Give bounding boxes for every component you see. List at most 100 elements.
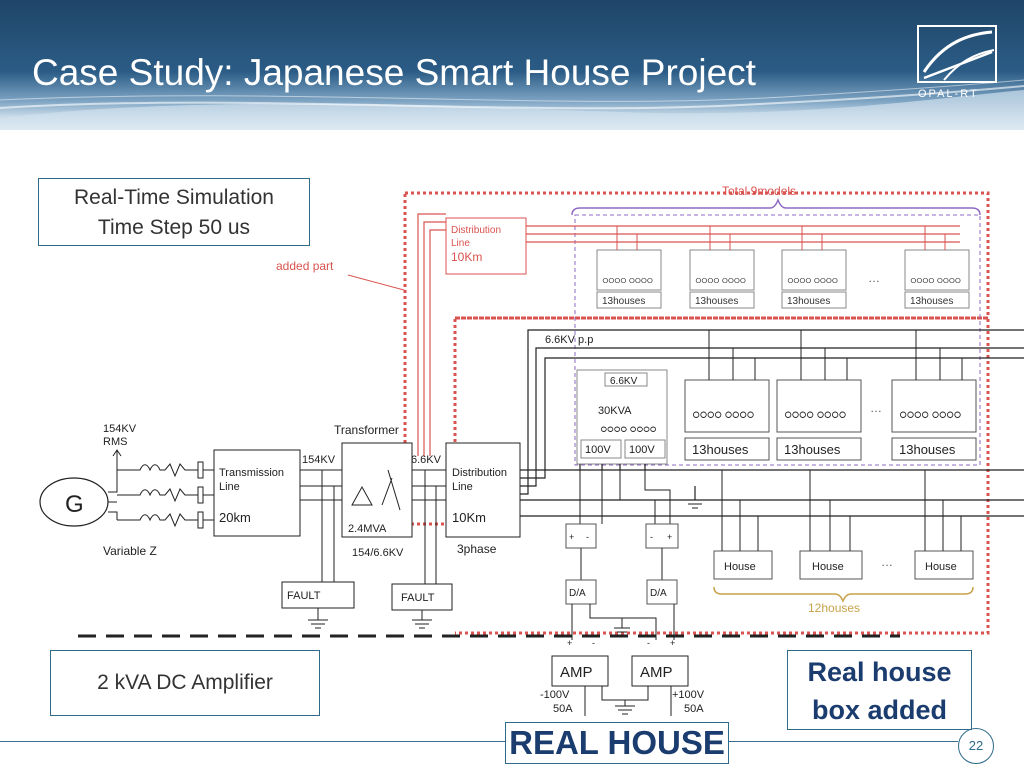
kv66-mid-label: 6.6KV (411, 454, 442, 466)
amp-section: AMP AMP -100V 50A +100V 50A (540, 655, 705, 716)
top-dist-line1: Distribution (451, 225, 501, 236)
mva-label: 2.4MVA (348, 523, 387, 535)
real-house-label-box: REAL HOUSE (505, 722, 729, 764)
red-feeders (417, 213, 960, 456)
house-label: House (925, 561, 957, 573)
xfmr-to-dist (412, 469, 446, 584)
v100-right: 100V (629, 444, 655, 456)
svg-text:ഠഠഠഠ ഠഠഠഠ: ഠഠഠഠ ഠഠഠഠ (787, 275, 837, 285)
simulation-info-box: Real-Time Simulation Time Step 50 us (38, 178, 310, 246)
svg-text:ഠഠഠഠ ഠഠഠഠ: ഠഠഠഠ ഠഠഠഠ (695, 275, 745, 285)
kva30-label: 30KVA (598, 405, 632, 417)
mid-house-label: 13houses (899, 442, 956, 457)
real-house-line2: box added (811, 695, 947, 725)
top-ellipsis: … (868, 271, 880, 285)
twelve-houses-label: 12houses (808, 601, 860, 615)
amplifier-box: 2 kVA DC Amplifier (50, 650, 320, 716)
fault-left: FAULT (281, 581, 355, 629)
svg-text:ഠഠഠഠ ഠഠഠഠ: ഠഠഠഠ ഠഠഠഠ (910, 275, 960, 285)
opal-rt-logo-icon (917, 25, 997, 83)
house-ellipsis: … (881, 555, 893, 569)
sim-line1: Real-Time Simulation (74, 186, 274, 209)
svg-text:ഠഠഠഠ ഠഠഠഠ: ഠഠഠഠ ഠഠഠഠ (899, 409, 961, 421)
trans-to-xfmr (300, 469, 342, 584)
added-part-pointer (347, 274, 405, 291)
top-dist-line2: Line (451, 238, 470, 249)
da-label: D/A (650, 588, 667, 599)
minus-label: - (586, 532, 589, 542)
slide-title: Case Study: Japanese Smart House Project (32, 52, 756, 93)
top-house-label: 13houses (787, 296, 830, 307)
mid-house-2: ഠഠഠഠ ഠഠഠഠ 13houses (776, 330, 862, 461)
plus-label: + (670, 638, 675, 648)
top-dist-line3: 10Km (451, 250, 482, 264)
added-part-label: added part (276, 259, 334, 273)
transformer-icon (351, 469, 401, 511)
trans-3: 20km (219, 510, 251, 525)
plus-label: + (569, 532, 574, 542)
mid-house-label: 13houses (784, 442, 841, 457)
top-house-4: ഠഠഠഠ ഠഠഠഠ 13houses (904, 226, 970, 309)
three-phase-label: 3phase (457, 542, 497, 556)
mid-house-3: ഠഠഠഠ ഠഠഠഠ 13houses (891, 330, 977, 461)
fault-label: FAULT (401, 592, 435, 604)
neg-v-label: -100V (540, 689, 570, 701)
neg-a-label: 50A (553, 703, 573, 715)
da-label: D/A (569, 588, 586, 599)
sim-line2: Time Step 50 us (97, 216, 251, 239)
transformer-box (341, 442, 413, 538)
twelve-houses-brace (713, 586, 974, 603)
dist-2: Line (452, 481, 473, 493)
distribution-box (445, 442, 521, 538)
da-section: + - - + D/A D/A + - - + (565, 470, 679, 648)
plus-label: + (567, 638, 572, 648)
pp-bus (520, 329, 1024, 495)
amp-label: AMP (560, 664, 593, 681)
house-label: House (724, 561, 756, 573)
fault-label: FAULT (287, 590, 321, 602)
wave-decoration (0, 79, 1024, 130)
top-house-1: ഠഠഠഠ ഠഠഠഠ 13houses (596, 226, 662, 309)
svg-text:ഠഠഠഠ ഠഠഠഠ: ഠഠഠഠ ഠഠഠഠ (784, 409, 846, 421)
models-outline (574, 214, 981, 466)
plus-label: + (667, 532, 672, 542)
kv154-rms-2: RMS (103, 436, 127, 448)
real-house-row: House House … House (713, 470, 974, 580)
top-house-row: ഠഠഠഠ ഠഠഠഠ 13houses ഠഠഠഠ ഠഠഠഠ 13houses ഠഠ… (596, 226, 970, 309)
top-house-label: 13houses (695, 296, 738, 307)
house-label: House (812, 561, 844, 573)
trans-2: Line (219, 481, 240, 493)
kv154-rms-1: 154KV (103, 423, 137, 435)
variable-z-label: Variable Z (103, 544, 157, 558)
pos-v-label: +100V (672, 689, 705, 701)
mid-house-label: 13houses (692, 442, 749, 457)
generator-label: G (65, 491, 84, 518)
real-house-line1: Real house (807, 657, 952, 687)
page-number: 22 (958, 728, 994, 764)
mid-house-1: ഠഠഠഠ ഠഠഠഠ 13houses (684, 330, 770, 461)
mid-ellipsis: … (870, 401, 882, 415)
kv154-label: 154KV (302, 454, 336, 466)
svg-text:ഠഠഠഠ ഠഠഠഠ: ഠഠഠഠ ഠഠഠഠ (602, 275, 652, 285)
total-models-label: Total 9models (722, 184, 796, 198)
transmission-box (213, 449, 301, 537)
amp-label: AMP (640, 664, 673, 681)
top-house-2: ഠഠഠഠ ഠഠഠഠ 13houses (689, 226, 755, 309)
kv66-label: 6.6KV (610, 376, 638, 387)
top-house-label: 13houses (910, 296, 953, 307)
minus-label: - (592, 638, 595, 648)
trans-1: Transmission (219, 467, 284, 479)
dist-3: 10Km (452, 510, 486, 525)
footer-line (0, 741, 958, 742)
mid-house-row: ഠഠഠഠ ഠഠഠഠ 13houses ഠഠഠഠ ഠഠഠഠ 13houses … … (684, 330, 977, 461)
pos-a-label: 50A (684, 703, 704, 715)
pp-label: 6.6KV p.p (545, 334, 593, 346)
ground-icon (685, 499, 705, 509)
minus-label: - (647, 638, 650, 648)
minus-label: - (650, 532, 653, 542)
top-distribution-box (445, 217, 527, 275)
fault-right: FAULT (391, 583, 453, 629)
lower-bus (520, 464, 1024, 517)
top-house-3: ഠഠഠഠ ഠഠഠഠ 13houses (781, 226, 847, 309)
